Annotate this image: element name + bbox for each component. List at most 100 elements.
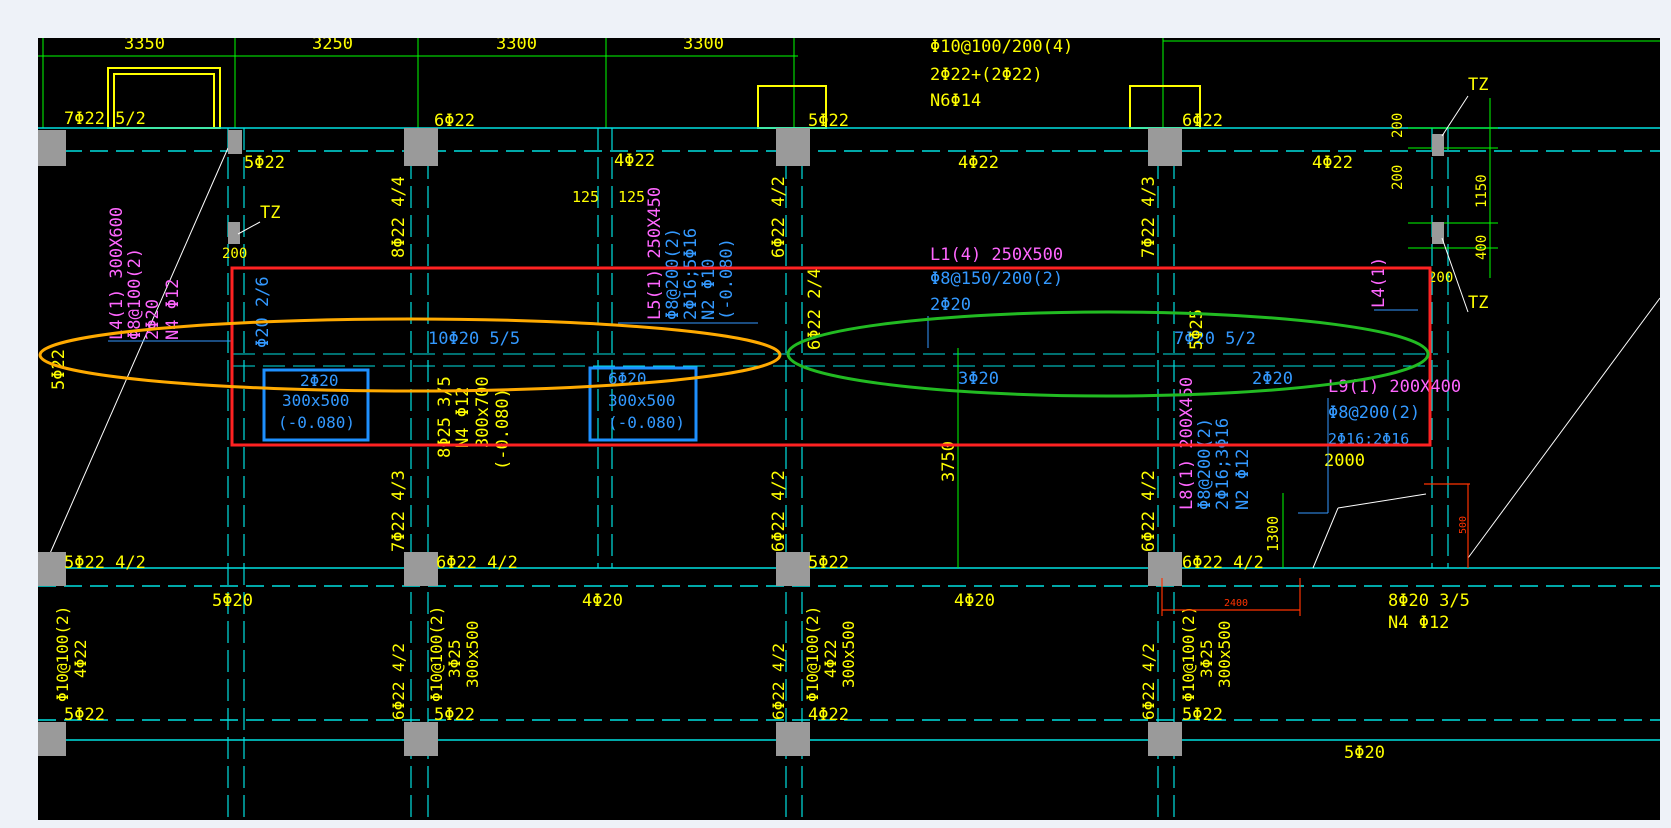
rebar-label: 4Φ20: [954, 591, 995, 611]
rebar-label: 6Φ22: [434, 111, 475, 131]
rebar-label: (-0.080): [493, 388, 513, 470]
column: [1148, 128, 1182, 166]
box-text: 300x500: [282, 391, 349, 410]
dim-label: 1150: [1474, 174, 1490, 208]
beam-label-l4: N4 Φ12: [163, 279, 183, 340]
dim-label: 200: [1428, 270, 1453, 286]
beam-label-l5: 2Φ16;5Φ16: [681, 228, 701, 320]
rebar-label: Φ10@100(2): [53, 606, 72, 702]
rebar-label: 7Φ22 4/3: [389, 470, 409, 552]
rebar-label: 8Φ25 3/5: [435, 376, 455, 458]
rebar-label: 6Φ22 2/4: [805, 268, 825, 350]
mid-beams: [233, 353, 1438, 367]
rebar-label: 5Φ22: [244, 153, 285, 173]
beam-label-l5: N2 Φ10: [699, 259, 719, 320]
rebar-label: N4 Φ12: [1388, 613, 1449, 633]
rebar-label: 4Φ20: [582, 591, 623, 611]
column: [776, 128, 810, 166]
rebar-label: 4Φ22: [1312, 153, 1353, 173]
rebar-label: 4Φ22: [614, 151, 655, 171]
beam-label-l9: L9(1) 200X400: [1328, 377, 1461, 397]
columns: [38, 128, 1444, 756]
rebar-label: 300x500: [463, 621, 482, 688]
rebar-label: 4Φ22: [958, 153, 999, 173]
rebar-label: 3Φ25: [1197, 639, 1216, 678]
note-stirrup: Φ10@100/200(4): [930, 38, 1073, 57]
highlight-orange-ellipse[interactable]: [38, 317, 782, 393]
rebar-label: 5Φ22: [64, 705, 105, 725]
dim-3350: 3350: [124, 38, 165, 54]
dim-3250: 3250: [312, 38, 353, 54]
rebar-label: 10Φ20 5/5: [428, 329, 520, 349]
beam-label-l8: Φ8@200(2): [1195, 418, 1215, 510]
column: [404, 552, 438, 586]
rebar-label: 5Φ22 4/2: [64, 553, 146, 573]
dim-label: 125: [618, 188, 645, 206]
column: [1432, 134, 1444, 156]
box-text: 2Φ20: [300, 371, 339, 390]
dim-label: 200: [1390, 113, 1406, 138]
rebar-label: 6Φ22 4/2: [1182, 553, 1264, 573]
beam-label-l1: 2Φ20: [930, 295, 971, 315]
rebar-label: 8Φ20 3/5: [1388, 591, 1470, 611]
rebar-label: 3750: [939, 441, 959, 482]
red-dimension: [1161, 483, 1470, 616]
rebar-label: 1300: [1264, 516, 1282, 552]
rebar-label: 6Φ22 4/2: [769, 470, 789, 552]
dim-label: 200: [1390, 165, 1406, 190]
column: [38, 552, 66, 586]
green-dim-lines: [957, 98, 1498, 568]
rebar-label: 5Φ22: [49, 349, 69, 390]
section-box-1[interactable]: 2Φ20 300x500 (-0.080): [262, 368, 370, 442]
rebar-label: 5Φ22: [434, 705, 475, 725]
beam-label-l5: L5(1) 250X450: [645, 187, 665, 320]
rebar-label: Φ20 2/6: [253, 276, 273, 348]
stair-diagonals: [47, 147, 1660, 569]
beam-label-l5: (-0.080): [717, 238, 737, 320]
beam-label-l4: Φ8@100(2): [125, 248, 145, 340]
highlight-green-ellipse[interactable]: [786, 310, 1430, 398]
box-text: (-0.080): [608, 413, 685, 432]
tz-label: TZ: [260, 203, 280, 223]
column: [776, 722, 810, 756]
rebar-label: 4Φ22: [71, 639, 90, 678]
rebar-label: Φ10@100(2): [803, 606, 822, 702]
rebar-label: 6Φ22 4/2: [1139, 643, 1158, 720]
rebar-label: 300x500: [1215, 621, 1234, 688]
note-bars: 2Φ22+(2Φ22): [930, 65, 1043, 85]
rebar-label: 8Φ22 4/4: [389, 176, 409, 258]
rebar-label: 7Φ22 5/2: [64, 109, 146, 129]
rebar-label: 5Φ25: [1187, 309, 1207, 350]
red-dim-h: 2400: [1224, 598, 1248, 609]
horizontal-walls: [38, 127, 1660, 741]
rebar-label: 6Φ22: [1182, 111, 1223, 131]
box-text: 300x500: [608, 391, 675, 410]
red-dim-v: 500: [1458, 516, 1469, 534]
rebar-label: Φ10@100(2): [1179, 606, 1198, 702]
cad-drawing-canvas[interactable]: 3350 3250 3300 3300 Φ10@100/200(4) 2Φ22+…: [38, 38, 1660, 820]
highlight-red-rectangle[interactable]: [230, 266, 1432, 447]
rebar-label: 6Φ22 4/2: [769, 643, 788, 720]
section-box-2[interactable]: 6Φ20 300x500 (-0.080): [588, 366, 698, 442]
rebar-label: 7Φ22 4/3: [1139, 176, 1159, 258]
rebar-label: 4Φ22: [821, 639, 840, 678]
beam-label-l4r: L4(1): [1369, 257, 1389, 308]
beam-label-l1: L1(4) 250X500: [930, 245, 1063, 265]
structural-plan: 3350 3250 3300 3300 Φ10@100/200(4) 2Φ22+…: [38, 38, 1660, 820]
beam-label-l4: L4(1) 300X600: [107, 207, 127, 340]
rebar-label: 5Φ22: [808, 553, 849, 573]
beam-label-l8: 2Φ16;3Φ16: [1213, 418, 1233, 510]
column: [404, 722, 438, 756]
dim-3300b: 3300: [683, 38, 724, 54]
column: [1432, 222, 1444, 244]
rebar-label: 2Φ20: [1252, 369, 1293, 389]
column: [38, 722, 66, 756]
column: [1148, 552, 1182, 586]
column: [38, 130, 66, 166]
rebar-label: 6Φ22 4/2: [769, 176, 789, 258]
dim-label: 400: [1474, 235, 1490, 260]
beam-label-l1: Φ8@150/200(2): [930, 269, 1063, 289]
beam-label-l8: L8(1) 200X450: [1177, 377, 1197, 510]
rebar-label: 5Φ22: [808, 111, 849, 131]
column: [776, 552, 810, 586]
